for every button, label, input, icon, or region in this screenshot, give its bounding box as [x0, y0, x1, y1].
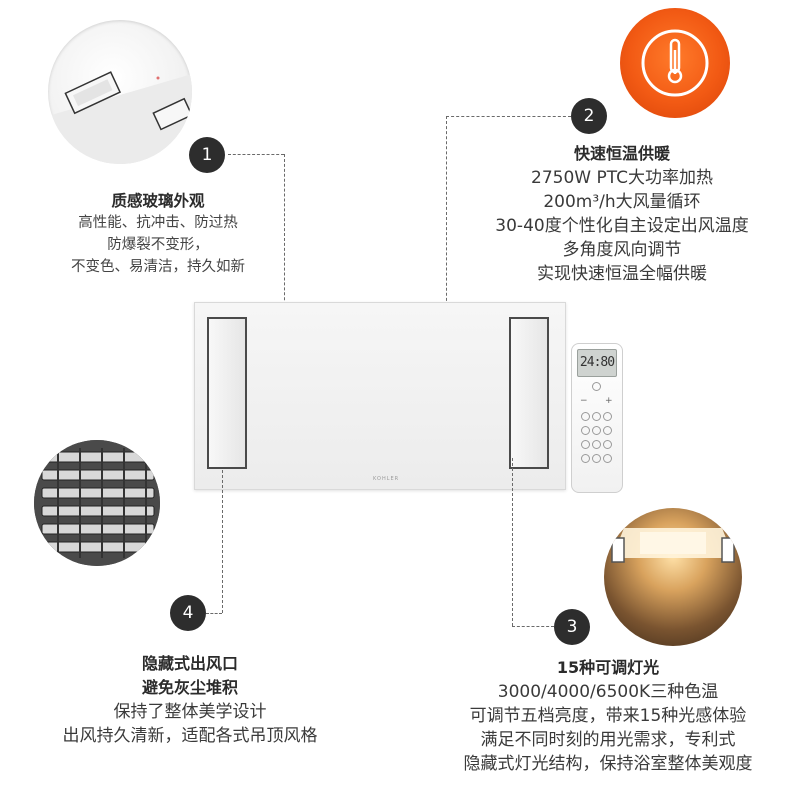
remote-button-icon	[581, 440, 590, 449]
feature-1-title: 质感玻璃外观	[111, 192, 205, 210]
feature-2-title: 快速恒温供暖	[573, 144, 670, 163]
feature-2-line: 多角度风向调节	[562, 240, 682, 260]
remote-button-icon	[581, 426, 590, 435]
feature-4-badge: 4	[170, 595, 206, 631]
feature-3-text: 15种可调灯光 3000/4000/6500K三种色温 可调节五档亮度，带来15…	[424, 656, 792, 776]
feature-4-text: 隐藏式出风口 避免灰尘堆积 保持了整体美学设计 出风持久清新，适配各式吊顶风格	[20, 652, 360, 748]
feature-2-badge: 2	[571, 98, 607, 134]
connector-4	[206, 613, 222, 614]
feature-1-text: 质感玻璃外观 高性能、抗冲击、防过热 防爆裂不变形， 不变色、易清洁，持久如新	[38, 190, 278, 278]
remote-button-icon	[592, 412, 601, 421]
remote-button-icon	[592, 426, 601, 435]
remote-button-icon	[603, 440, 612, 449]
connector-4-vertical	[222, 470, 223, 613]
minus-icon: −	[580, 396, 588, 406]
feature-4-line: 出风持久清新，适配各式吊顶风格	[62, 726, 318, 746]
feature-3-title: 15种可调灯光	[556, 658, 660, 677]
feature-2-line: 200m³/h大风量循环	[543, 192, 701, 212]
feature-4-title: 隐藏式出风口	[141, 654, 238, 673]
connector-3	[512, 626, 554, 627]
remote-button-icon	[603, 412, 612, 421]
remote-button-icon	[592, 454, 601, 463]
power-button-icon	[592, 382, 601, 391]
remote-button-icon	[603, 454, 612, 463]
vent-grille-photo	[34, 440, 160, 566]
connector-2-vertical	[446, 116, 447, 316]
feature-3-line: 隐藏式灯光结构，保持浴室整体美观度	[463, 754, 753, 774]
feature-3-line: 可调节五档亮度，带来15种光感体验	[469, 706, 747, 726]
feature-2-line: 实现快速恒温全幅供暖	[537, 264, 707, 284]
remote-button-icon	[581, 412, 590, 421]
feature-1-line: 高性能、抗冲击、防过热	[78, 215, 238, 231]
feature-1-line: 防爆裂不变形，	[107, 237, 209, 253]
feature-4-title: 避免灰尘堆积	[141, 678, 238, 697]
feature-2-line: 2750W PTC大功率加热	[531, 168, 713, 188]
glass-detail-photo	[48, 20, 192, 164]
remote-button-icon	[581, 454, 590, 463]
feature-3-badge: 3	[554, 609, 590, 645]
connector-1-vertical	[284, 154, 285, 320]
connector-1	[228, 154, 284, 155]
brand-logo: KOHLER	[373, 476, 400, 482]
bath-heater-product: KOHLER	[194, 302, 566, 490]
remote-control: 24:80 − +	[571, 343, 623, 493]
remote-button-icon	[603, 426, 612, 435]
connector-3-vertical	[512, 458, 513, 626]
feature-4-line: 保持了整体美学设计	[113, 702, 267, 722]
feature-1-badge: 1	[189, 137, 225, 173]
vent-panel-right	[509, 317, 549, 469]
feature-3-line: 满足不同时刻的用光需求，专利式	[480, 730, 736, 750]
vent-panel-left	[207, 317, 247, 469]
feature-2-text: 快速恒温供暖 2750W PTC大功率加热 200m³/h大风量循环 30-40…	[472, 142, 772, 286]
remote-display: 24:80	[577, 349, 617, 377]
feature-1-line: 不变色、易清洁，持久如新	[71, 259, 245, 275]
feature-3-line: 3000/4000/6500K三种色温	[497, 682, 719, 702]
thermometer-icon	[620, 8, 730, 118]
connector-2	[446, 116, 571, 117]
light-panel-photo	[604, 508, 742, 646]
remote-button-icon	[592, 440, 601, 449]
plus-icon: +	[605, 396, 613, 406]
feature-2-line: 30-40度个性化自主设定出风温度	[495, 216, 749, 236]
